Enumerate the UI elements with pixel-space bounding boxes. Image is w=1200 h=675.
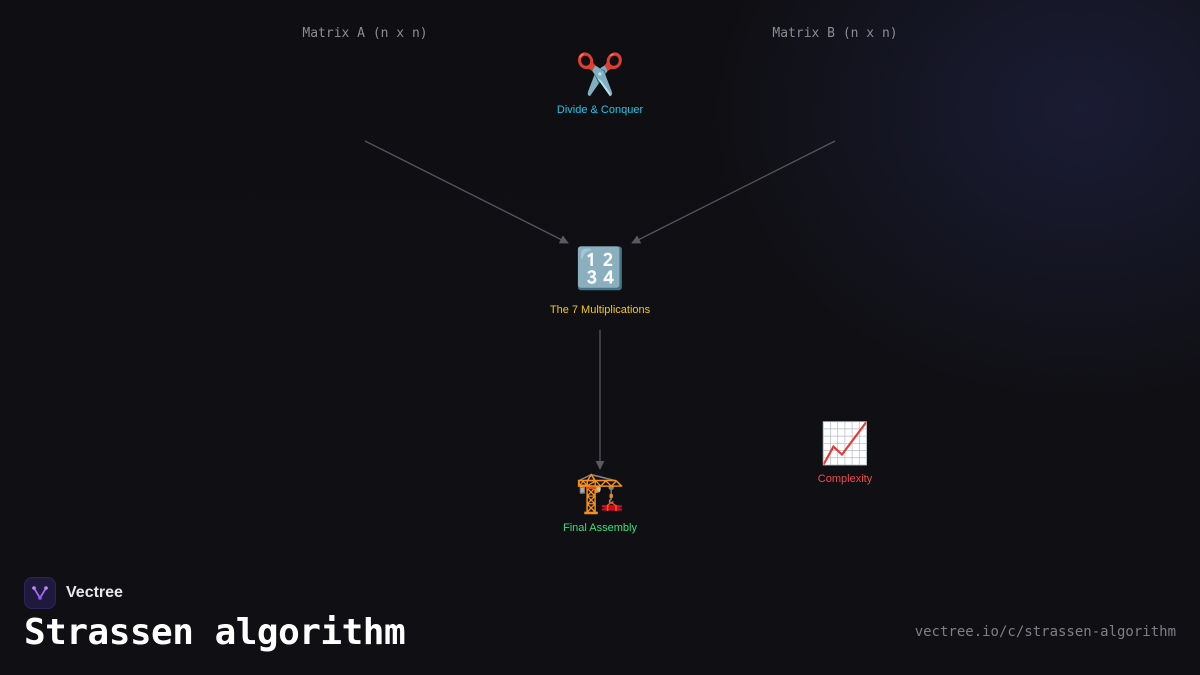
- scissors-icon: ✂️: [575, 52, 625, 98]
- brand: Vectree: [24, 577, 123, 609]
- edge-matrix-a-to-multiplications: [364, 140, 569, 244]
- brand-name: Vectree: [66, 584, 123, 601]
- node-final-assembly: 🏗️ Final Assembly: [563, 470, 637, 534]
- node-multiplications-label: The 7 Multiplications: [549, 304, 651, 316]
- numbers-1234-icon: 🔢: [575, 246, 625, 292]
- node-seven-multiplications: 🔢 The 7 Multiplications: [550, 246, 650, 316]
- matrix-a-label: Matrix A (n x n): [302, 26, 428, 41]
- node-complexity: 📈 Complexity: [818, 421, 872, 485]
- vectree-logo-icon: [24, 577, 56, 609]
- crane-construction-icon: 🏗️: [575, 470, 625, 516]
- page-title: Strassen algorithm: [24, 612, 406, 653]
- chart-increasing-icon: 📈: [820, 421, 870, 467]
- node-divide-and-conquer: ✂️ Divide & Conquer: [557, 52, 643, 116]
- node-assembly-label: Final Assembly: [563, 522, 637, 534]
- edge-matrix-b-to-multiplications: [631, 140, 836, 244]
- page-url[interactable]: vectree.io/c/strassen-algorithm: [914, 624, 1176, 640]
- matrix-b-label: Matrix B (n x n): [772, 26, 898, 41]
- node-complexity-label: Complexity: [817, 473, 873, 485]
- node-divide-label: Divide & Conquer: [556, 104, 644, 116]
